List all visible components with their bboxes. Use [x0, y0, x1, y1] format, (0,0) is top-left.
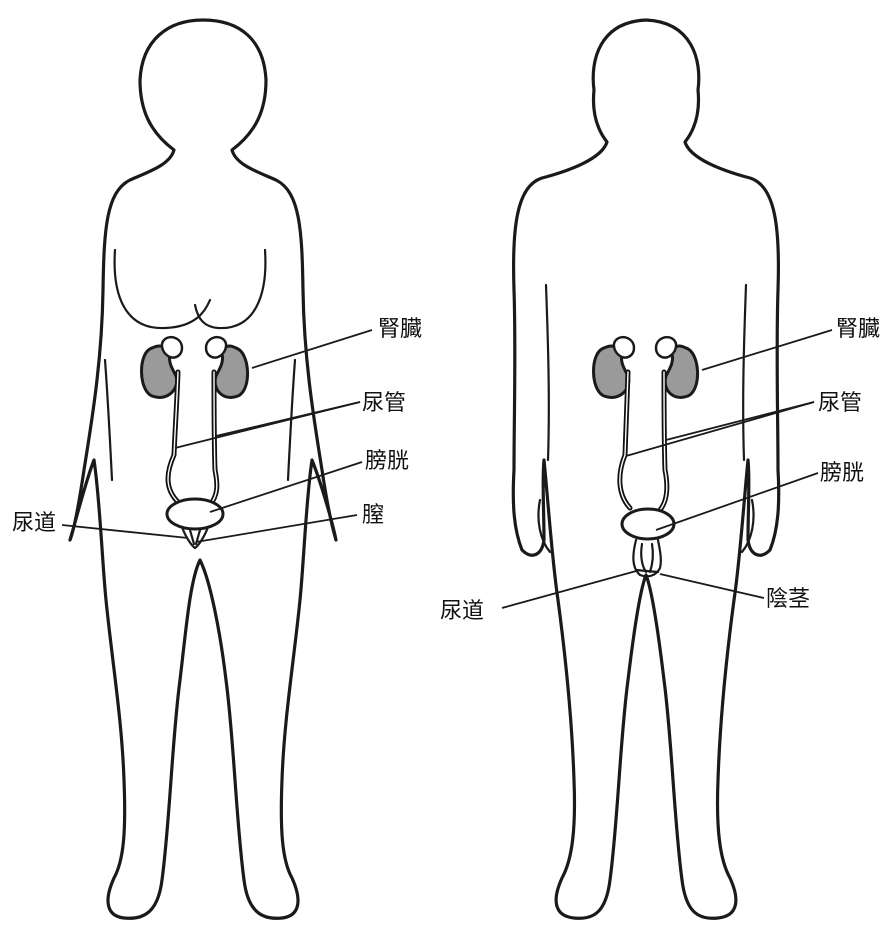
- male-bladder: [622, 509, 674, 539]
- male-labels: 腎臓 尿管 膀胱 尿道 陰茎: [440, 317, 880, 624]
- male-label-penis: 陰茎: [766, 587, 810, 612]
- male-figure: [513, 20, 778, 918]
- male-arm-crease-right: [743, 285, 746, 460]
- female-arm-crease-left: [105, 360, 112, 480]
- female-label-bladder: 膀胱: [365, 449, 409, 474]
- female-label-ureter: 尿管: [362, 391, 406, 416]
- male-label-ureter: 尿管: [818, 391, 862, 416]
- male-label-bladder: 膀胱: [820, 461, 864, 486]
- female-body-outline: [70, 20, 336, 918]
- female-label-kidney: 腎臓: [378, 317, 422, 342]
- male-arm-crease-left: [546, 285, 549, 460]
- female-label-urethra: 尿道: [12, 511, 56, 536]
- female-breast-right: [195, 250, 265, 328]
- male-body-outline: [513, 20, 778, 918]
- female-breast-left: [115, 250, 210, 328]
- male-ureters: [620, 372, 667, 510]
- male-label-urethra: 尿道: [440, 599, 484, 624]
- male-label-kidney: 腎臓: [836, 317, 880, 342]
- female-bladder: [167, 499, 223, 529]
- female-label-vagina: 膣: [362, 503, 384, 528]
- female-figure: [70, 20, 336, 918]
